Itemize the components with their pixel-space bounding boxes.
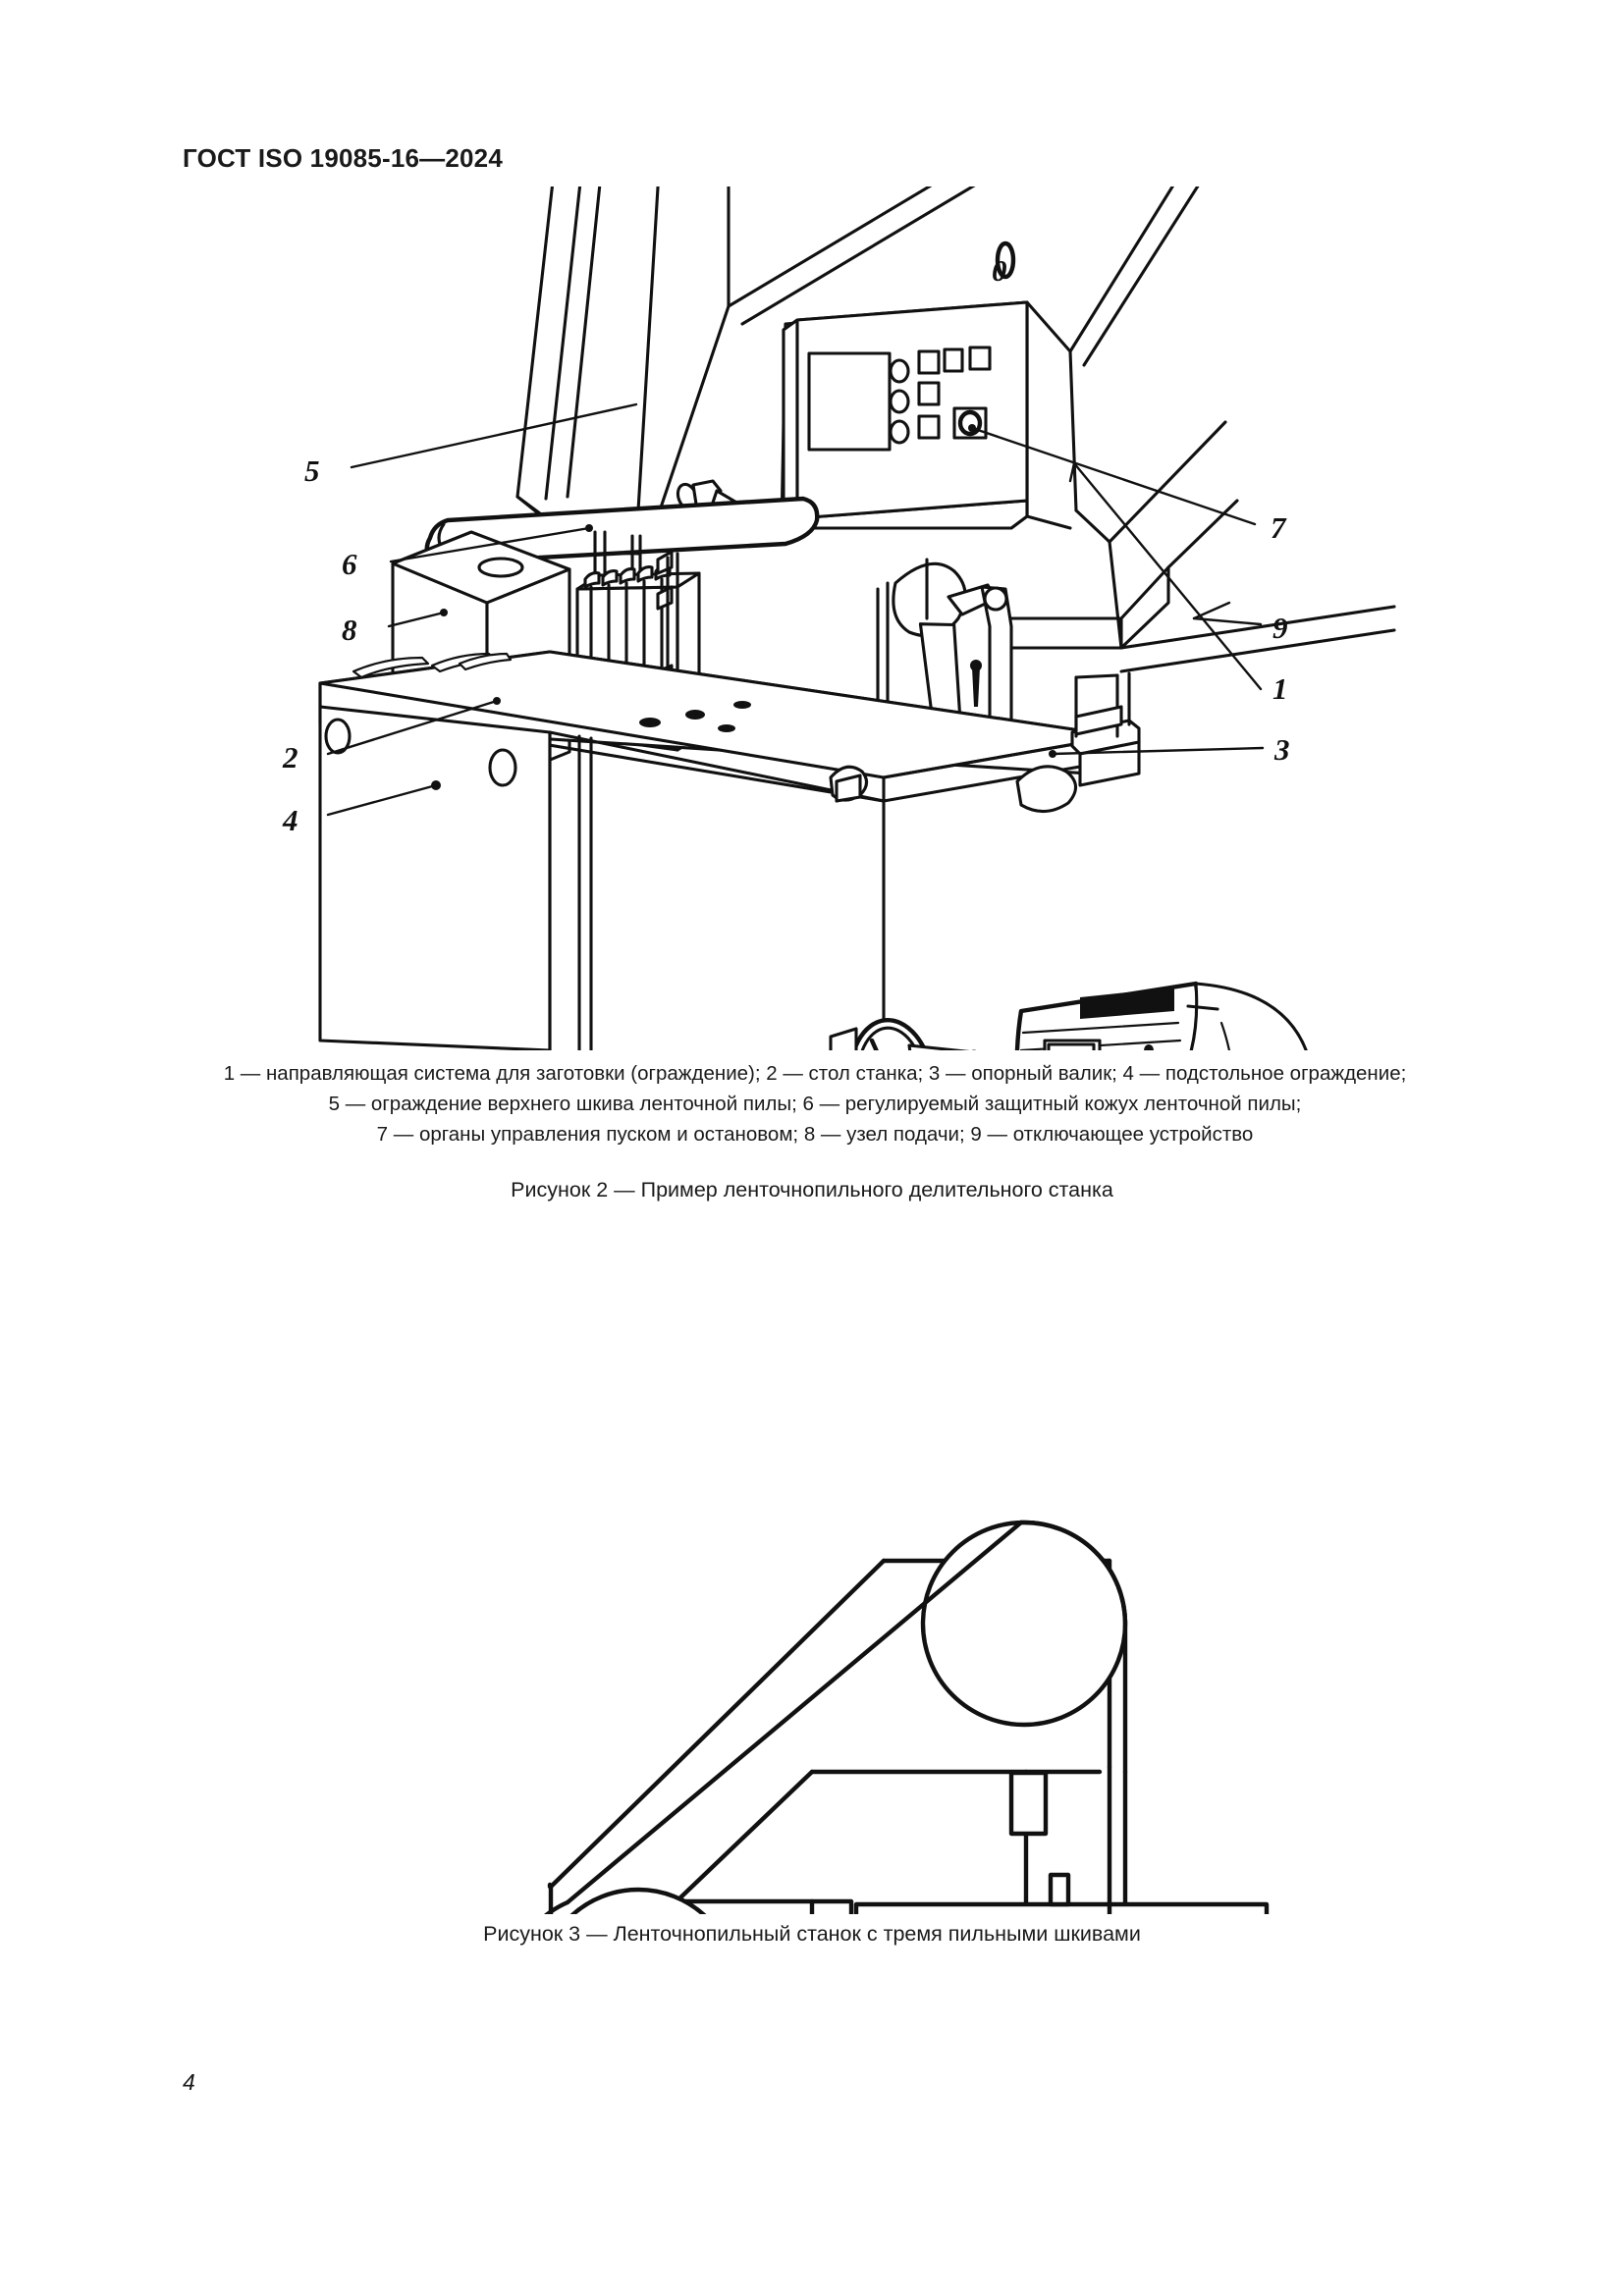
figure-2-legend: 1 — направляющая система для заготовки (…	[147, 1058, 1483, 1149]
hand-wheel	[829, 1017, 977, 1050]
callout-9: 9	[1272, 611, 1288, 645]
callout-2: 2	[282, 740, 298, 774]
callout-6: 6	[342, 547, 357, 581]
three-wheel-bandsaw-schematic	[544, 1520, 1270, 1914]
callout-3: 3	[1273, 732, 1290, 767]
legend-line-3: 7 — органы управления пуском и остановом…	[376, 1123, 1254, 1146]
legend-line-2: 5 — ограждение верхнего шкива ленточной …	[328, 1093, 1302, 1115]
figure-3-caption: Рисунок 3 — Ленточнопильный станок с тре…	[483, 1922, 1141, 1946]
machine-table	[318, 650, 1121, 803]
motor	[1014, 981, 1308, 1050]
callout-7: 7	[1271, 510, 1287, 545]
front-fitting	[829, 765, 869, 803]
figure-2-svg: 5 6 8 2 4 0	[282, 187, 1396, 1050]
rear-guard-shelf	[1009, 499, 1239, 650]
callout-4: 4	[282, 803, 298, 837]
figure-3-illustration	[0, 1266, 1624, 1914]
figure-3-svg	[544, 1520, 1270, 1914]
figure2-zero-marker	[995, 240, 1016, 280]
tension-lever-assembly	[876, 558, 1013, 746]
callout-8: 8	[342, 613, 357, 647]
callout-zero-text: 0	[992, 253, 1007, 288]
callout-1: 1	[1272, 671, 1288, 706]
document-header: ГОСТ ISO 19085-16—2024	[183, 143, 503, 173]
page-number: 4	[183, 2069, 195, 2095]
under-table-guard	[318, 705, 886, 1050]
figure2-callouts: 5 6 8 2 4 0	[282, 402, 1290, 837]
figure-2-caption: Рисунок 2 — Пример ленточнопильного дели…	[511, 1178, 1113, 1201]
control-panel	[780, 300, 1029, 530]
callout-5: 5	[304, 454, 320, 488]
workpiece-guide-rail	[1119, 605, 1396, 673]
right-frame-arm	[1025, 187, 1227, 650]
figure-2-illustration: 5 6 8 2 4 0	[0, 187, 1624, 1050]
legend-line-1: 1 — направляющая система для заготовки (…	[223, 1062, 1407, 1085]
